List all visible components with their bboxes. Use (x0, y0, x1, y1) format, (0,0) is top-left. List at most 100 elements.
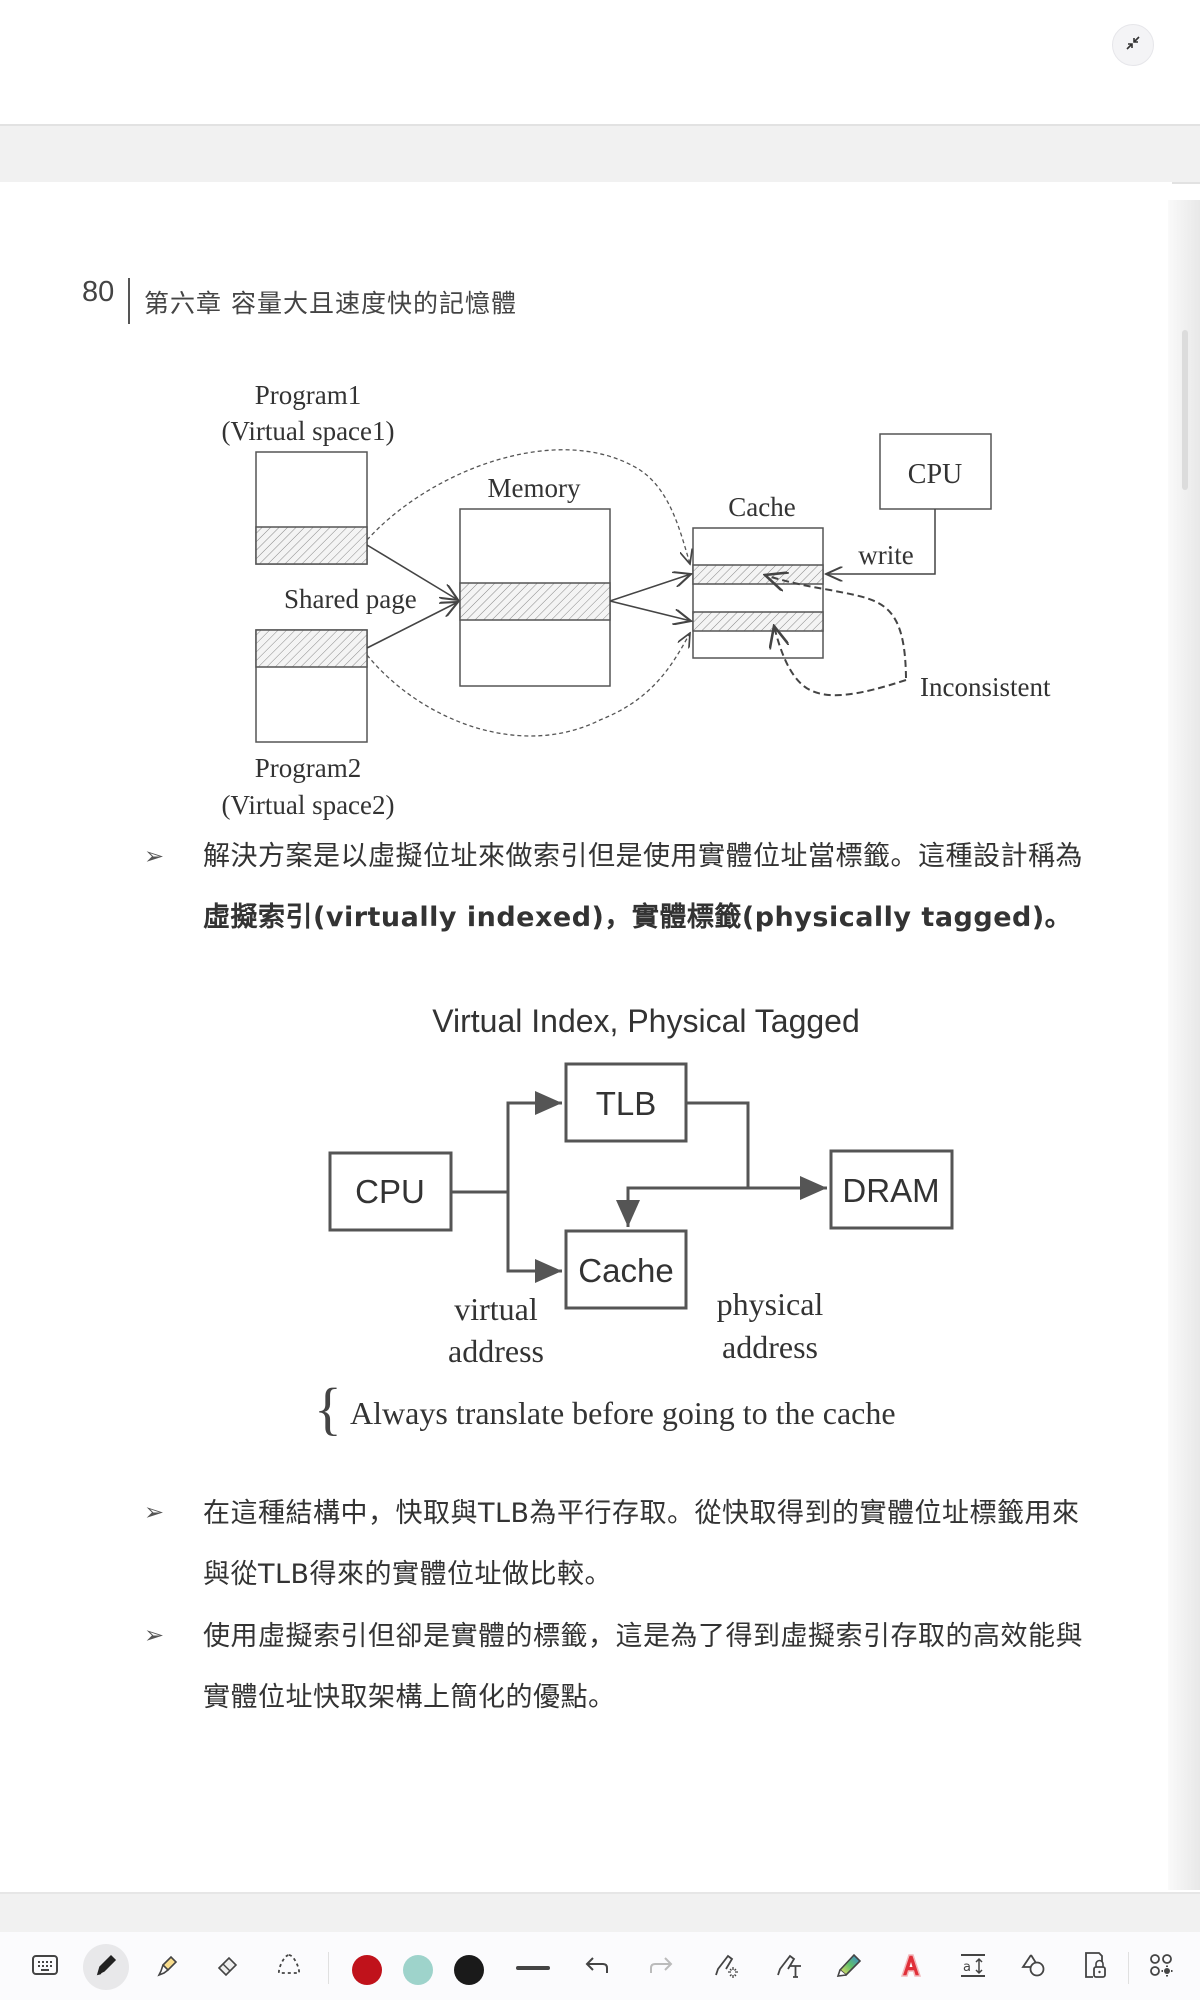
shapes-button[interactable] (1011, 1944, 1057, 1990)
physical-address-label-1: physical (717, 1286, 824, 1322)
arrow-cpu-tlb (506, 1091, 562, 1192)
stroke-width-button[interactable] (510, 1944, 556, 1990)
brace-glyph: { (314, 1376, 342, 1441)
lock-page-icon (1081, 1950, 1109, 1984)
pen-tool-button[interactable] (83, 1944, 129, 1990)
bullet-3-marker: ➢ (144, 1621, 165, 1649)
more-settings-icon (1147, 1951, 1175, 1983)
page-number: 80 (82, 276, 115, 308)
physical-address-label-2: address (722, 1329, 818, 1365)
program2-sublabel: (Virtual space2) (221, 790, 394, 820)
stroke-width-icon (515, 1958, 551, 1977)
cache-block (564, 1229, 688, 1310)
inconsistent-arrow-1 (765, 575, 907, 679)
collapse-fullscreen-button[interactable] (1112, 24, 1154, 66)
figure2-title: Virtual Index, Physical Tagged (432, 1003, 860, 1039)
svg-text:a: a (963, 1960, 971, 1975)
bullet-1-text: 解決方案是以虛擬位址來做索引但是使用實體位址當標籤。這種設計稱為 虛擬索引(vi… (203, 826, 1163, 948)
lasso-select-icon (274, 1951, 304, 1983)
keyboard-button[interactable] (22, 1944, 68, 1990)
bullet-2-text: 在這種結構中，快取與TLB為平行存取。從快取得到的實體位址標籤用來 與從TLB得… (203, 1483, 1163, 1605)
cpu-block (328, 1151, 453, 1232)
arrow-memory-cache-1 (609, 574, 691, 602)
figure-shared-page-cache-diagram: Program1 (Virtual space1) Program2 (Virt… (221, 380, 1051, 820)
rainbow-pen-icon (834, 1950, 864, 1984)
undo-icon (583, 1953, 611, 1981)
dashed-program1-cache (366, 449, 690, 564)
undo-button[interactable] (574, 1944, 620, 1990)
cache-block-label: Cache (578, 1252, 673, 1289)
arrow-memory-cache-2 (609, 600, 691, 621)
ink-to-text-icon (774, 1951, 804, 1983)
bullet-3-line-1: 使用虛擬索引但卻是實體的標籤，這是為了得到虛擬索引存取的高效能與 (203, 1621, 1083, 1652)
write-arrow (826, 509, 936, 574)
memory-label: Memory (488, 473, 581, 503)
bullet-3-line-2: 實體位址快取架構上簡化的優點。 (203, 1682, 616, 1713)
line-spacing-icon: a (958, 1951, 988, 1983)
dram-block (829, 1149, 954, 1230)
more-settings-button[interactable] (1138, 1944, 1184, 1990)
highlighter-tool-button[interactable] (144, 1944, 190, 1990)
write-label: write (858, 540, 913, 570)
program1-sublabel: (Virtual space1) (221, 416, 394, 446)
bullet-2-line-2: 與從TLB得來的實體位址做比較。 (203, 1559, 613, 1590)
figure2-note: Always translate before going to the cac… (350, 1395, 896, 1431)
inconsistent-label: Inconsistent (920, 672, 1051, 702)
bullet-3-text: 使用虛擬索引但卻是實體的標籤，這是為了得到虛擬索引存取的高效能與 實體位址快取架… (203, 1606, 1163, 1728)
rainbow-pen-button[interactable] (826, 1944, 872, 1990)
bullet-2-marker: ➢ (144, 1498, 165, 1526)
cache-label: Cache (728, 492, 795, 522)
arrow-program1-memory (366, 544, 458, 600)
eraser-tool-button[interactable] (205, 1944, 251, 1990)
arrow-program2-memory (366, 602, 458, 649)
tlb-block-label: TLB (596, 1085, 657, 1122)
bullet-1-marker: ➢ (144, 842, 165, 870)
bullet-1-line-1: 解決方案是以虛擬位址來做索引但是使用實體位址當標籤。這種設計稱為 (203, 841, 1083, 872)
ink-toolbar (0, 1932, 1200, 2000)
cpu-box (879, 433, 992, 510)
cpu-block-label: CPU (355, 1173, 425, 1210)
shared-page-label: Shared page (284, 584, 417, 614)
arrow-tlb-cache (616, 1186, 748, 1227)
scrollbar-thumb[interactable] (1182, 330, 1188, 490)
dram-block-label: DRAM (842, 1172, 939, 1209)
eraser-icon (214, 1951, 242, 1983)
program1-label: Program1 (255, 380, 361, 410)
virtual-address-label-1: virtual (454, 1291, 538, 1327)
line-spacing-button[interactable]: a (950, 1944, 996, 1990)
bullet-2-line-1: 在這種結構中，快取與TLB為平行存取。從快取得到的實體位址標籤用來 (203, 1498, 1080, 1529)
redo-icon (647, 1953, 675, 1981)
page-gap-strip (0, 124, 1200, 184)
color-swatch-black[interactable] (454, 1955, 484, 1985)
highlighter-icon (153, 1951, 181, 1983)
redo-button[interactable] (638, 1944, 684, 1990)
header-divider (128, 278, 130, 324)
arrow-tlb-dram (686, 1101, 827, 1200)
cpu-label: CPU (908, 459, 962, 490)
toolbar-separator (328, 1952, 329, 1984)
color-swatch-red[interactable] (352, 1955, 382, 1985)
lock-page-button[interactable] (1072, 1944, 1118, 1990)
color-swatch-teal[interactable] (403, 1955, 433, 1985)
figure-virtual-index-physical-tagged: Virtual Index, Physical Tagged CPU TLB C… (314, 1003, 954, 1441)
text-style-button[interactable] (888, 1944, 934, 1990)
ink-to-shape-button[interactable] (704, 1944, 750, 1990)
toolbar-separator (1128, 1952, 1129, 1984)
shapes-icon (1020, 1951, 1048, 1983)
virtual-address-label-2: address (448, 1333, 544, 1369)
chapter-title: 第六章 容量大且速度快的記憶體 (144, 289, 517, 318)
text-style-icon (897, 1951, 925, 1983)
keyboard-icon (31, 1953, 59, 1981)
collapse-arrows-icon (1124, 34, 1142, 56)
lasso-select-button[interactable] (266, 1944, 312, 1990)
program2-shared-page (255, 629, 368, 668)
bullet-1-line-2: 虛擬索引(virtually indexed)，實體標籤(physically … (203, 902, 1073, 933)
program2-label: Program2 (255, 753, 361, 783)
ink-to-text-button[interactable] (766, 1944, 812, 1990)
toolbar-divider-strip (0, 1892, 1200, 1934)
cache-box (692, 527, 824, 659)
ink-to-shape-icon (712, 1951, 742, 1983)
viewer-top-bar (0, 0, 1200, 124)
arrow-cpu-cache (506, 1192, 562, 1283)
pen-icon (92, 1951, 120, 1983)
